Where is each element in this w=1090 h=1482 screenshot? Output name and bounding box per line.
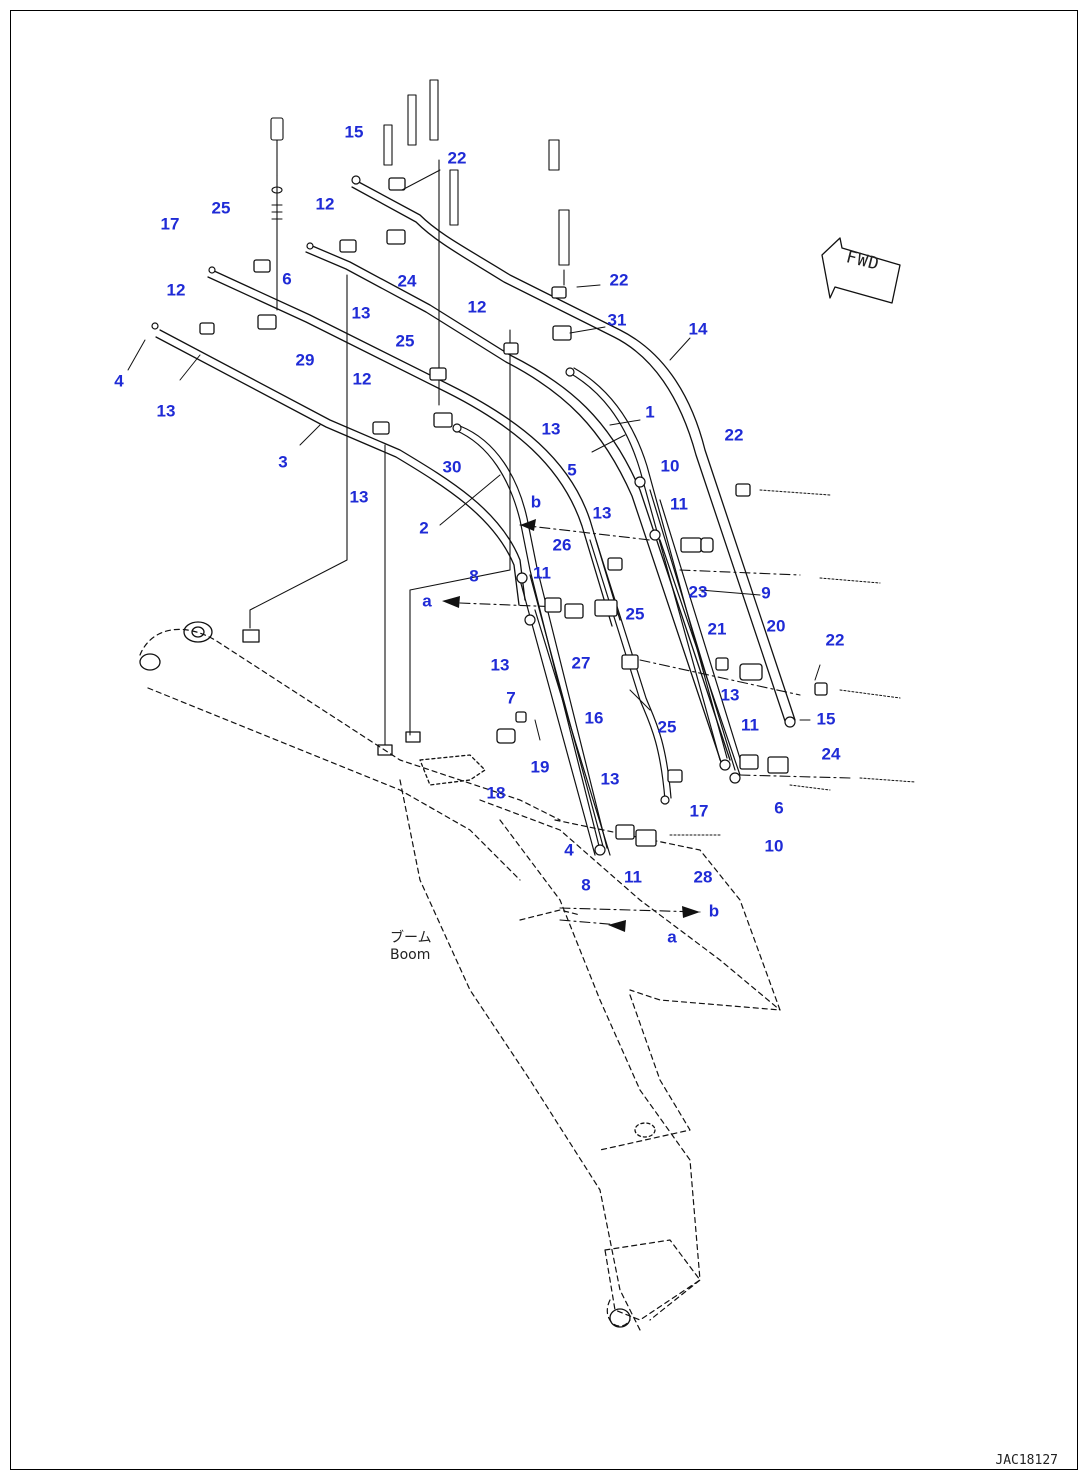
- boom-label: ブーム Boom: [390, 930, 432, 964]
- callout-31: 31: [607, 310, 627, 330]
- callout-22: 22: [825, 630, 845, 650]
- callout-13: 13: [592, 503, 612, 523]
- callout-9: 9: [761, 583, 771, 603]
- boom-label-jp: ブーム: [390, 930, 432, 946]
- callout-12: 12: [352, 369, 372, 389]
- callout-13: 13: [349, 487, 369, 507]
- callout-24: 24: [821, 744, 841, 764]
- callout-28: 28: [693, 867, 713, 887]
- callout-12: 12: [315, 194, 335, 214]
- callout-10: 10: [660, 456, 680, 476]
- callout-15: 15: [344, 122, 364, 142]
- callout-25: 25: [211, 198, 231, 218]
- callout-1: 1: [645, 402, 655, 422]
- callout-4: 4: [114, 371, 124, 391]
- callout-13: 13: [541, 419, 561, 439]
- callout-16: 16: [584, 708, 604, 728]
- callout-22: 22: [609, 270, 629, 290]
- callout-27: 27: [571, 653, 591, 673]
- callout-24: 24: [397, 271, 417, 291]
- boom-label-en: Boom: [390, 946, 431, 963]
- callout-a: a: [422, 591, 432, 611]
- callout-11: 11: [533, 563, 551, 583]
- callout-13: 13: [351, 303, 371, 323]
- forward-arrow: [821, 237, 901, 304]
- fittings: [151, 175, 796, 856]
- pipe-3: [155, 329, 526, 606]
- detail-sketches: [669, 489, 916, 836]
- hoses-left-bundle: [454, 425, 611, 856]
- callout-17: 17: [160, 214, 180, 234]
- callout-12: 12: [467, 297, 487, 317]
- callout-8: 8: [581, 875, 591, 895]
- callout-10: 10: [764, 836, 784, 856]
- clamps: [199, 177, 828, 847]
- pipe-6: [207, 269, 621, 627]
- callout-20: 20: [766, 616, 786, 636]
- callout-19: 19: [530, 757, 550, 777]
- callout-29: 29: [295, 350, 315, 370]
- callout-17: 17: [689, 801, 709, 821]
- bolts: [270, 79, 570, 286]
- callout-13: 13: [156, 401, 176, 421]
- boom-outline: [139, 628, 781, 1331]
- hose-16: [589, 539, 672, 801]
- callout-23: 23: [688, 582, 708, 602]
- callout-25: 25: [657, 717, 677, 737]
- callout-b: b: [708, 901, 720, 921]
- callout-13: 13: [720, 685, 740, 705]
- callout-18: 18: [486, 783, 506, 803]
- reference-lines: [459, 524, 851, 926]
- callout-a: a: [667, 927, 677, 947]
- callout-13: 13: [490, 655, 510, 675]
- callout-11: 11: [670, 494, 688, 514]
- callout-12: 12: [166, 280, 186, 300]
- callout-leaders: [127, 169, 821, 741]
- callout-5: 5: [567, 460, 577, 480]
- callout-22: 22: [447, 148, 467, 168]
- callout-7: 7: [506, 688, 516, 708]
- callout-11: 11: [624, 867, 642, 887]
- callout-8: 8: [469, 566, 479, 586]
- callout-3: 3: [278, 452, 288, 472]
- callout-30: 30: [442, 457, 462, 477]
- hoses-right-bundle: [567, 367, 743, 776]
- callout-b: b: [530, 492, 542, 512]
- callout-2: 2: [419, 518, 429, 538]
- callout-26: 26: [552, 535, 572, 555]
- boom-foot: [139, 621, 656, 1328]
- callout-6: 6: [282, 269, 292, 289]
- drawing-frame: [10, 10, 1078, 1470]
- callout-6: 6: [774, 798, 784, 818]
- callout-4: 4: [564, 840, 574, 860]
- callout-25: 25: [395, 331, 415, 351]
- callout-14: 14: [688, 319, 708, 339]
- leader-lines: [249, 159, 511, 746]
- pipe-14: [351, 179, 796, 725]
- callout-11: 11: [741, 715, 759, 735]
- figure-id: JAC18127: [995, 1453, 1058, 1468]
- callout-15: 15: [816, 709, 836, 729]
- callout-22: 22: [724, 425, 744, 445]
- pipe-5: [305, 244, 731, 766]
- callout-13: 13: [600, 769, 620, 789]
- callout-25: 25: [625, 604, 645, 624]
- callout-21: 21: [707, 619, 727, 639]
